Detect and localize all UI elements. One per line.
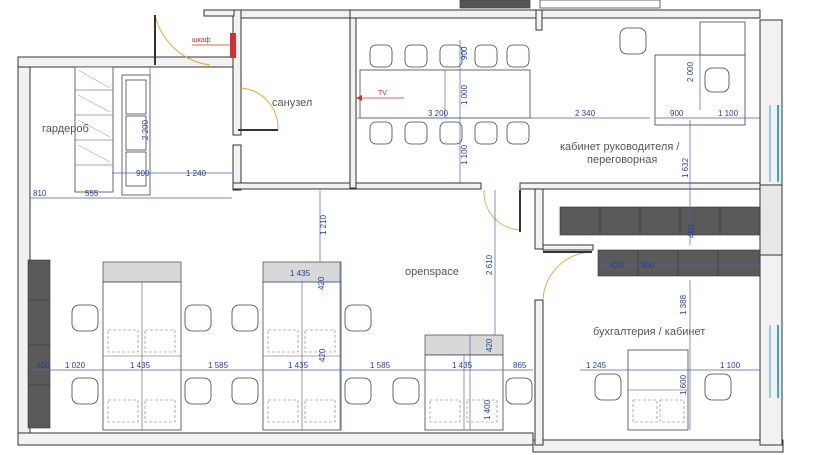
room-label-wardrobe: гардероб	[42, 123, 89, 135]
openspace-chairs	[71, 304, 732, 405]
dim-1600: 1 600	[679, 374, 688, 395]
dim-1632: 1 632	[681, 157, 690, 178]
dim-865: 865	[513, 361, 527, 370]
room-labels: гардероб санузел кабинет руководителя / …	[42, 97, 705, 338]
chairs-top-row	[369, 44, 530, 68]
dim-1585a: 1 585	[208, 361, 229, 370]
dim-1020: 1 020	[65, 361, 86, 370]
room-label-director: кабинет руководителя / переговорная	[560, 141, 682, 166]
dim-900a: 900	[136, 169, 150, 178]
desk-block-2	[262, 261, 342, 431]
desk-block-accounting	[627, 349, 689, 431]
dim-420c: 420	[318, 348, 327, 362]
dim-2610: 2 610	[485, 254, 494, 275]
dim-1100v: 1 100	[460, 144, 469, 165]
dim-1435d: 1 435	[288, 361, 309, 370]
dim-1585b: 1 585	[370, 361, 391, 370]
chairs-bottom-row	[369, 121, 530, 145]
dim-1100b: 1 100	[720, 361, 741, 370]
dim-1435a: 1 435	[290, 269, 311, 278]
openspace-left-cabinets	[27, 259, 51, 429]
dim-555: 555	[85, 189, 99, 198]
dim-1388: 1 388	[679, 294, 688, 315]
closet-tag-label: шкаф	[192, 37, 211, 44]
dim-900b: 900	[670, 109, 684, 118]
dim-810: 810	[33, 189, 47, 198]
dim-450: 450	[687, 224, 696, 238]
dim-2200: 2 200	[141, 119, 150, 140]
conference-room	[359, 44, 531, 145]
windows	[769, 105, 779, 398]
dim-1435e: 1 435	[452, 361, 473, 370]
dim-1245: 1 245	[586, 361, 607, 370]
dim-1435c: 1 435	[130, 361, 151, 370]
room-label-bathroom: санузел	[272, 97, 312, 109]
dim-450-left: 450	[36, 361, 50, 370]
dim-420d: 420	[610, 261, 624, 270]
dimension-labels: 810 555 900 1 240 2 200 3 200 900 1 000 …	[33, 46, 741, 420]
dim-3200: 3 200	[428, 109, 449, 118]
room-label-openspace: openspace	[405, 266, 459, 278]
tv-tag: TV	[356, 90, 404, 101]
desk-block-1	[102, 261, 182, 431]
dim-1400: 1 400	[483, 399, 492, 420]
tv-tag-label: TV	[378, 90, 387, 97]
dim-2340: 2 340	[575, 109, 596, 118]
dim-1240: 1 240	[186, 169, 207, 178]
dim-1210: 1 210	[319, 214, 328, 235]
dim-900c: 900	[641, 261, 655, 270]
dim-900-top: 900	[460, 46, 469, 60]
desk-block-3	[424, 334, 504, 431]
dim-420a: 420	[317, 276, 326, 290]
cabinet-rows	[559, 206, 761, 277]
dim-2000: 2 000	[686, 61, 695, 82]
dim-420b: 420	[485, 338, 494, 352]
dimension-lines	[30, 40, 760, 430]
dim-1000: 1 000	[460, 84, 469, 105]
room-label-accounting: бухгалтерия / кабинет	[593, 326, 705, 338]
closet-tag: шкаф	[192, 33, 236, 58]
doors	[154, 9, 593, 301]
wardrobe-area	[74, 66, 151, 196]
dim-1100a: 1 100	[718, 109, 739, 118]
